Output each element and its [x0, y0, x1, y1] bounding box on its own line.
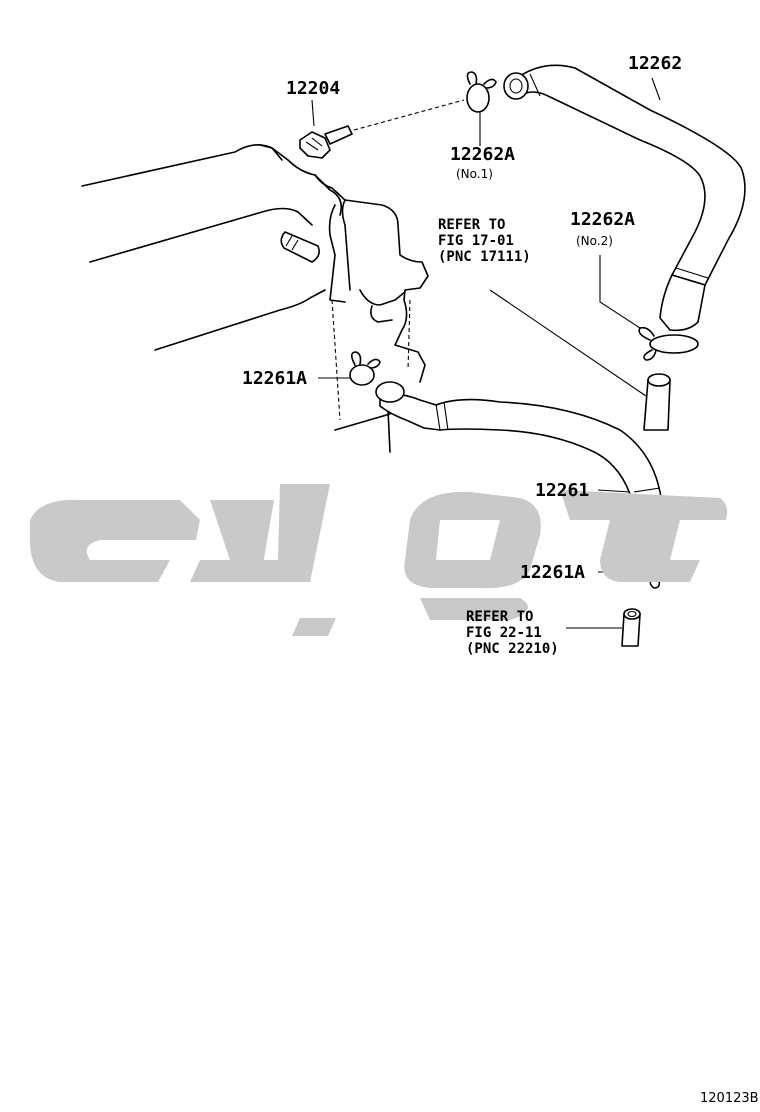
label-12261a-left: 12261A: [242, 368, 307, 389]
label-12262: 12262: [628, 53, 682, 74]
label-12204: 12204: [286, 78, 340, 99]
pipe-stub-22-11-drawing: [566, 608, 641, 647]
figure-id: 120123B: [700, 1091, 759, 1106]
ref2-line3: (PNC 22210): [466, 641, 559, 657]
clip-12262a-no1-drawing: [466, 71, 497, 146]
clip-12262a-no2-drawing: [599, 255, 699, 361]
watermark-logo: [30, 484, 728, 636]
pipe-stub-17-01-drawing: [489, 289, 671, 431]
clip-12261a-left-drawing: [318, 351, 381, 386]
hose-12262-drawing: [503, 64, 746, 332]
label-12262a-no1: 12262A: [450, 144, 515, 165]
ref1-line3: (PNC 17111): [438, 249, 531, 265]
label-12261a-bottom: 12261A: [520, 562, 585, 583]
label-12262a-no2-sub: (No.2): [576, 234, 613, 248]
pcv-valve-12204-drawing: [299, 99, 465, 159]
label-12261: 12261: [535, 480, 589, 501]
engine-head-drawing: [81, 144, 429, 453]
ref1-line2: FIG 17-01: [438, 233, 514, 249]
ref2-line1: REFER TO: [466, 609, 533, 625]
label-12262a-no2: 12262A: [570, 209, 635, 230]
ref2-line2: FIG 22-11: [466, 625, 542, 641]
label-12262a-no1-sub: (No.1): [456, 167, 493, 181]
ref1-line1: REFER TO: [438, 217, 505, 233]
